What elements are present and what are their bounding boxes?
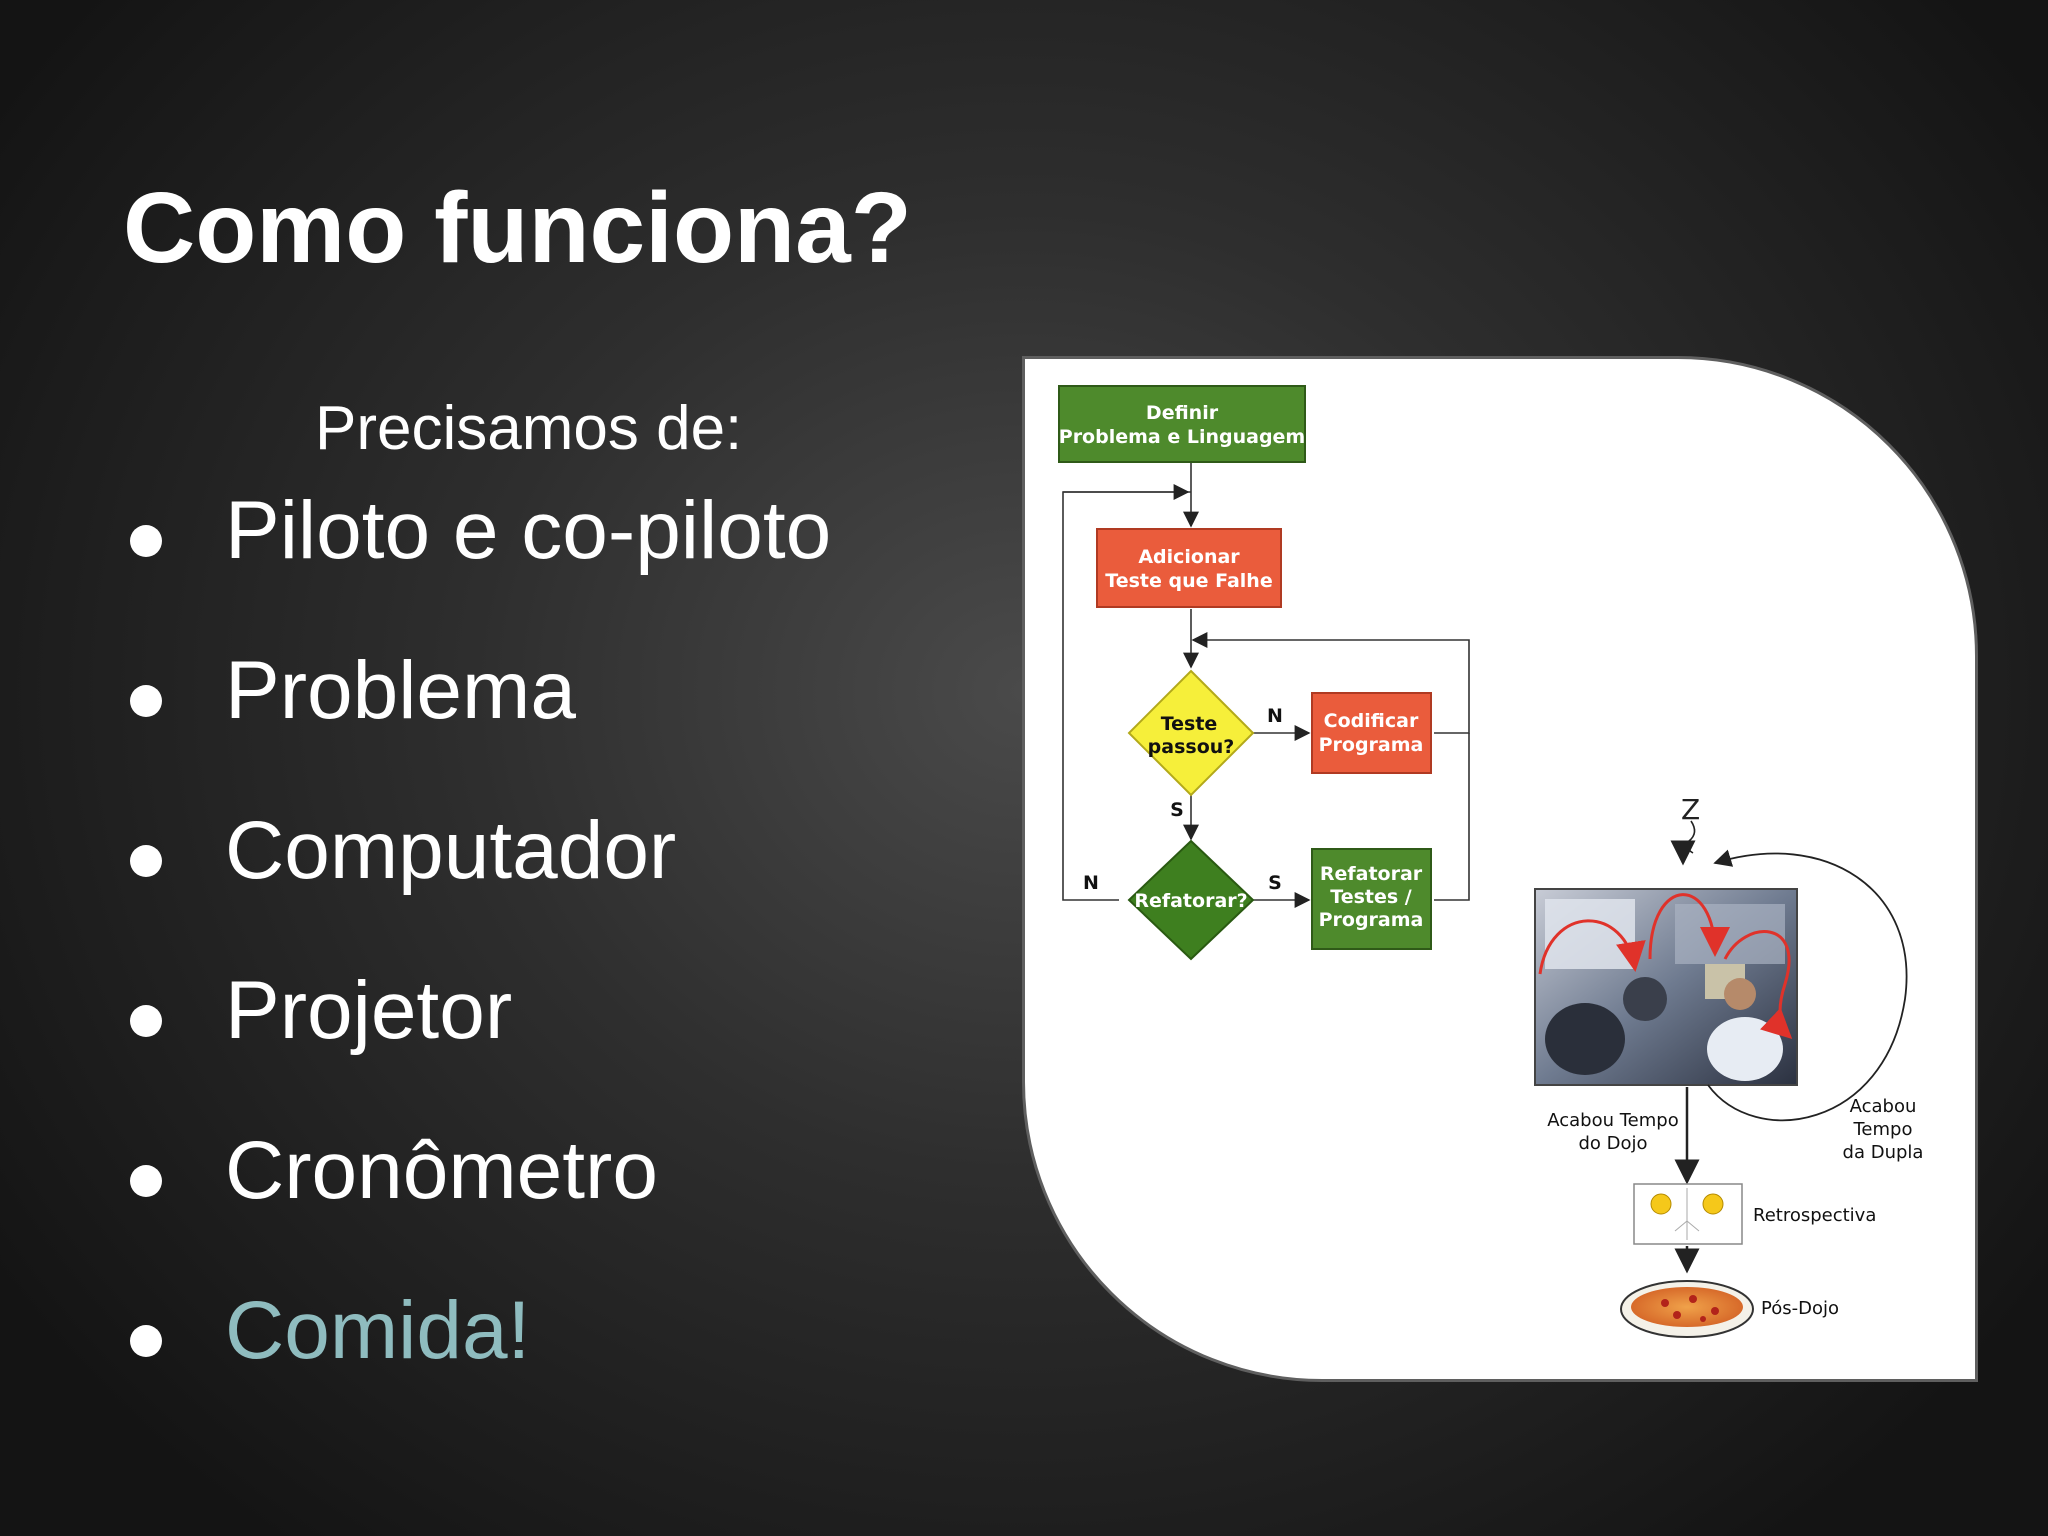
pizza-icon [1620,1280,1754,1338]
retrospective-label: Retrospectiva [1753,1205,1876,1226]
test-passed-line2: passou? [1148,736,1235,758]
flowchart-edges [1062,463,1470,908]
diagram-svg: Definir Problema e Linguagem Adicionar T… [1058,385,1924,1338]
team-photo [1534,888,1798,1086]
pair-loop-arrow [1707,849,1908,1122]
bullet-text: Projetor [225,965,513,1056]
slide-title: Como funciona? [123,172,912,284]
end-pair-line1: Acabou [1850,1096,1917,1117]
end-dojo-line2: do Dojo [1578,1133,1647,1154]
post-dojo-label: Pós-Dojo [1761,1298,1839,1319]
rotation-arrows [1538,893,1793,1040]
bullet-text-accent: Comida! [225,1285,531,1376]
edge-label-s: S [1268,872,1282,894]
refactor-line3: Programa [1319,909,1424,931]
edge-label-n: N [1083,872,1099,894]
bullet-dot-icon [130,525,162,557]
refactor-node: Refatorar Testes / Programa [1311,848,1432,950]
code-line2: Programa [1319,734,1424,756]
retrospective-box [1633,1183,1743,1245]
test-passed-decision: Teste passou? [1127,669,1255,797]
refactor-decision: Refatorar? [1127,839,1255,961]
bullet-dot-icon [130,1165,162,1197]
add-test-line2: Teste que Falhe [1105,570,1272,592]
bullet-dot-icon [130,845,162,877]
bullet-text: Computador [225,805,677,896]
refactor-line2: Testes / [1330,886,1412,908]
bullet-dot-icon [130,1005,162,1037]
zz-sleep-icon: Z [1681,793,1700,826]
edge-label-n: N [1267,705,1283,727]
bullet-text: Problema [225,645,576,736]
code-line1: Codificar [1324,710,1419,732]
edge-label-s: S [1170,799,1184,821]
smiley-icon [1702,1193,1724,1215]
dojo-cycle: Z Acabou Tempo [1534,793,1924,1338]
define-problem-node: Definir Problema e Linguagem [1058,385,1306,463]
end-pair-line3: da Dupla [1843,1142,1924,1163]
smiley-icon [1650,1193,1672,1215]
end-dojo-line1: Acabou Tempo [1547,1110,1678,1131]
bullet-text: Cronômetro [225,1125,658,1216]
refactor-line1: Refatorar [1320,863,1423,885]
bullet-text: Piloto e co-piloto [225,485,832,576]
bullet-dot-icon [130,1325,162,1357]
define-line2: Problema e Linguagem [1059,426,1305,448]
diagram-panel: Definir Problema e Linguagem Adicionar T… [1022,356,1978,1382]
test-passed-line1: Teste [1161,713,1218,735]
refactor-question: Refatorar? [1134,890,1247,912]
bullet-dot-icon [130,685,162,717]
end-pair-line2: Tempo [1853,1119,1913,1140]
add-test-line1: Adicionar [1138,546,1240,568]
code-program-node: Codificar Programa [1311,692,1432,774]
add-failing-test-node: Adicionar Teste que Falhe [1096,528,1282,608]
define-line1: Definir [1146,402,1219,424]
subheading: Precisamos de: [315,394,743,463]
